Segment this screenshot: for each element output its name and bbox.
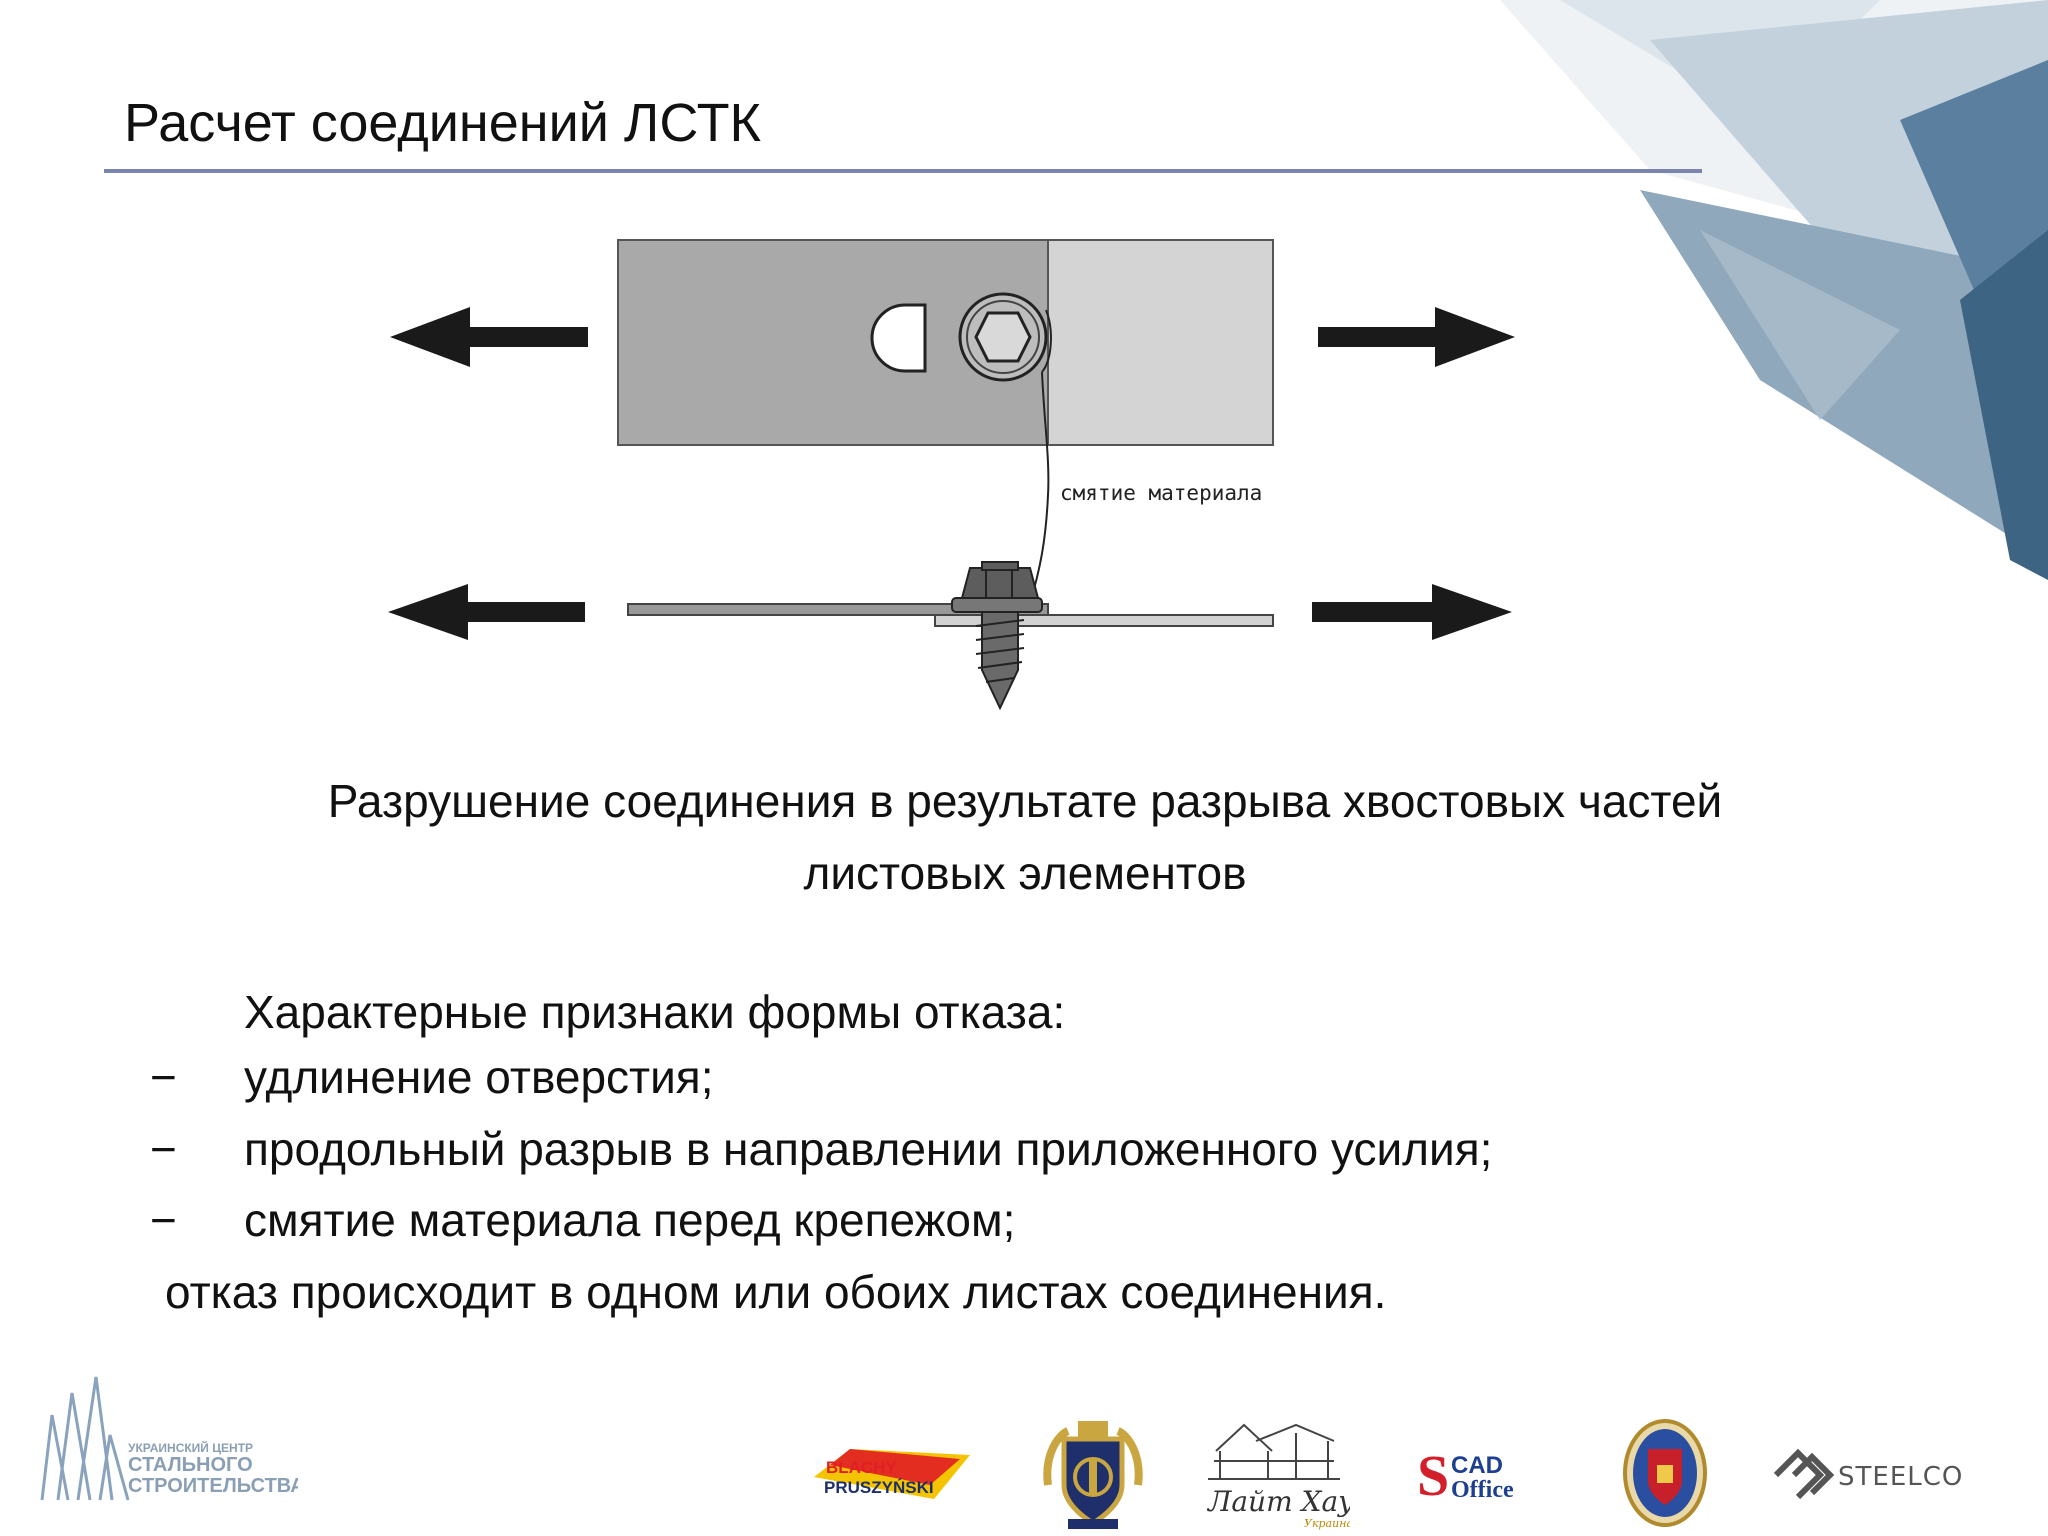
ukrainian-steel-center-logo: УКРАИНСКИЙ ЦЕНТР СТАЛЬНОГО СТРОИТЕЛЬСТВА xyxy=(40,1376,298,1501)
elongated-hole xyxy=(870,303,927,373)
list-dash: − xyxy=(150,1194,177,1246)
center-logo-line-3: СТРОИТЕЛЬСТВА xyxy=(128,1475,298,1497)
lait-haus-subtext: Украина xyxy=(1304,1517,1350,1530)
center-logo-line-1: УКРАИНСКИЙ ЦЕНТР xyxy=(128,1440,253,1455)
hex-socket xyxy=(974,311,1032,363)
lait-haus-logo: Лайт Хаус Украина xyxy=(1206,1423,1350,1530)
figure-label: смятие материала xyxy=(1060,481,1263,505)
steelco-text: STEELCO xyxy=(1838,1462,1963,1492)
figure-caption: Разрушение соединения в результате разры… xyxy=(200,765,1850,909)
caption-line-1: Разрушение соединения в результате разры… xyxy=(327,775,1723,827)
list-item-text: продольный разрыв в направлении приложен… xyxy=(244,1123,1493,1175)
signs-heading: Характерные признаки формы отказа: xyxy=(244,986,1066,1038)
label-leader-line xyxy=(1029,371,1050,604)
cad-office-s: S xyxy=(1417,1443,1449,1508)
tension-arrow-left-side xyxy=(388,584,585,640)
steelco-icon xyxy=(1773,1448,1835,1500)
blachy-text-line-1: BLACHY xyxy=(826,1458,897,1477)
university-crest-logo xyxy=(1043,1421,1143,1529)
screw-shank xyxy=(981,611,1019,711)
list-item-text: смятие материала перед крепежом; xyxy=(244,1194,1016,1246)
plate-upper-side xyxy=(627,603,1049,616)
steelco-logo: STEELCO xyxy=(1773,1448,1963,1500)
regional-emblem-logo xyxy=(1623,1419,1707,1527)
cad-office-office: Office xyxy=(1451,1477,1514,1503)
tension-arrow-right-side xyxy=(1312,584,1512,640)
screw-head-side xyxy=(960,567,1040,599)
tension-arrow-right-top xyxy=(1318,307,1515,367)
plate-light xyxy=(1047,239,1274,446)
connection-diagram xyxy=(388,239,1515,711)
list-dash: − xyxy=(150,1123,177,1175)
center-logo-line-2: СТАЛЬНОГО xyxy=(128,1454,253,1476)
slide-title: Расчет соединений ЛСТК xyxy=(124,93,762,153)
title-divider xyxy=(104,169,1702,173)
plate-lower-side xyxy=(934,614,1274,627)
caption-line-2: листовых элементов xyxy=(803,847,1247,899)
blachy-text-line-2: PRUSZYŃSKI xyxy=(824,1478,934,1497)
lait-haus-text: Лайт Хаус xyxy=(1206,1485,1350,1518)
list-item-text: удлинение отверстия; xyxy=(244,1051,714,1103)
cad-office-cad: CAD xyxy=(1451,1452,1503,1479)
tension-arrow-left-top xyxy=(390,307,588,367)
conclusion-text: отказ происходит в одном или обоих листа… xyxy=(165,1266,1387,1318)
list-dash: − xyxy=(150,1051,177,1103)
screw-washer xyxy=(951,597,1043,613)
blachy-pruszynski-logo: BLACHY PRUSZYŃSKI xyxy=(814,1449,970,1499)
cad-office-logo: S CAD Office xyxy=(1417,1443,1514,1508)
